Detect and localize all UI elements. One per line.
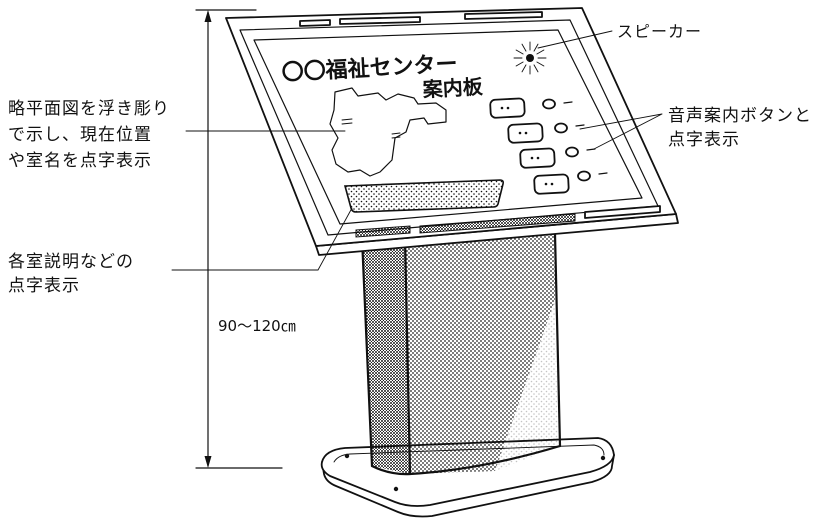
board-panel [253, 29, 643, 225]
speaker-label: スピーカー [617, 22, 702, 41]
frame-slot [584, 205, 661, 219]
room-braille-label-line1: 各室説明などの [8, 252, 134, 272]
board-title-line2: 案内板 [421, 74, 484, 101]
speaker-rays [513, 41, 547, 75]
base-screw [393, 486, 399, 492]
room-braille-leader [171, 207, 353, 271]
column-right-edge [553, 232, 562, 448]
pedestal-column [360, 232, 562, 476]
button-indicator [577, 170, 591, 182]
frame-slot [339, 16, 421, 25]
height-label: 90～120㎝ [218, 317, 296, 335]
relief-floor-map [329, 87, 447, 177]
height-dimension [195, 9, 283, 469]
voice-button-label-line2: 点字表示 [668, 130, 740, 150]
frame-slot [464, 11, 543, 20]
map-outline [329, 87, 447, 177]
column-highlight [495, 300, 558, 471]
column-left-edge [360, 236, 374, 468]
voice-guide-buttons [489, 97, 608, 195]
base-screw [344, 453, 350, 459]
button-braille-marks [563, 101, 608, 175]
voice-button[interactable] [489, 97, 526, 119]
frame-braille-strip [355, 225, 411, 238]
column-corner-edge [403, 236, 412, 476]
base-screw [600, 455, 606, 461]
column-bottom-edge [370, 444, 562, 476]
speaker-leader [537, 30, 613, 49]
frame-slot [299, 19, 331, 27]
voice-button-leader [579, 113, 663, 150]
arrow-up-icon [204, 10, 212, 22]
arrow-down-icon [204, 456, 212, 468]
braille-description-strip [343, 179, 504, 213]
pedestal [320, 232, 615, 518]
button-indicator [542, 98, 556, 110]
column-front-face [405, 234, 555, 474]
callout-labels: スピーカー 略平面図を浮き彫り で示し、現在位置 や室名を点字表示 音声案内ボタ… [8, 22, 812, 335]
button-indicator [565, 146, 579, 158]
relief-map-label-line1: 略平面図を浮き彫り [8, 99, 170, 119]
voice-button[interactable] [519, 147, 556, 169]
guide-board: 〇〇福祉センター 案内板 [225, 7, 679, 256]
column-side-face [362, 238, 410, 474]
relief-map-label-line3: や室名を点字表示 [8, 151, 152, 171]
button-indicator [554, 122, 568, 134]
relief-map-label-line2: で示し、現在位置 [8, 125, 152, 145]
leader-lines [171, 30, 663, 271]
map-room-mark [341, 118, 353, 125]
frame-braille-strip [419, 213, 576, 234]
voice-button[interactable] [533, 173, 570, 195]
voice-button-label-line1: 音声案内ボタンと [668, 106, 812, 126]
voice-button[interactable] [507, 122, 544, 144]
board-title: 〇〇福祉センター 案内板 [281, 52, 484, 102]
speaker-icon [513, 41, 547, 75]
map-current-position-mark [391, 132, 401, 139]
room-braille-label-line2: 点字表示 [8, 276, 80, 296]
speaker-cone [526, 54, 534, 62]
